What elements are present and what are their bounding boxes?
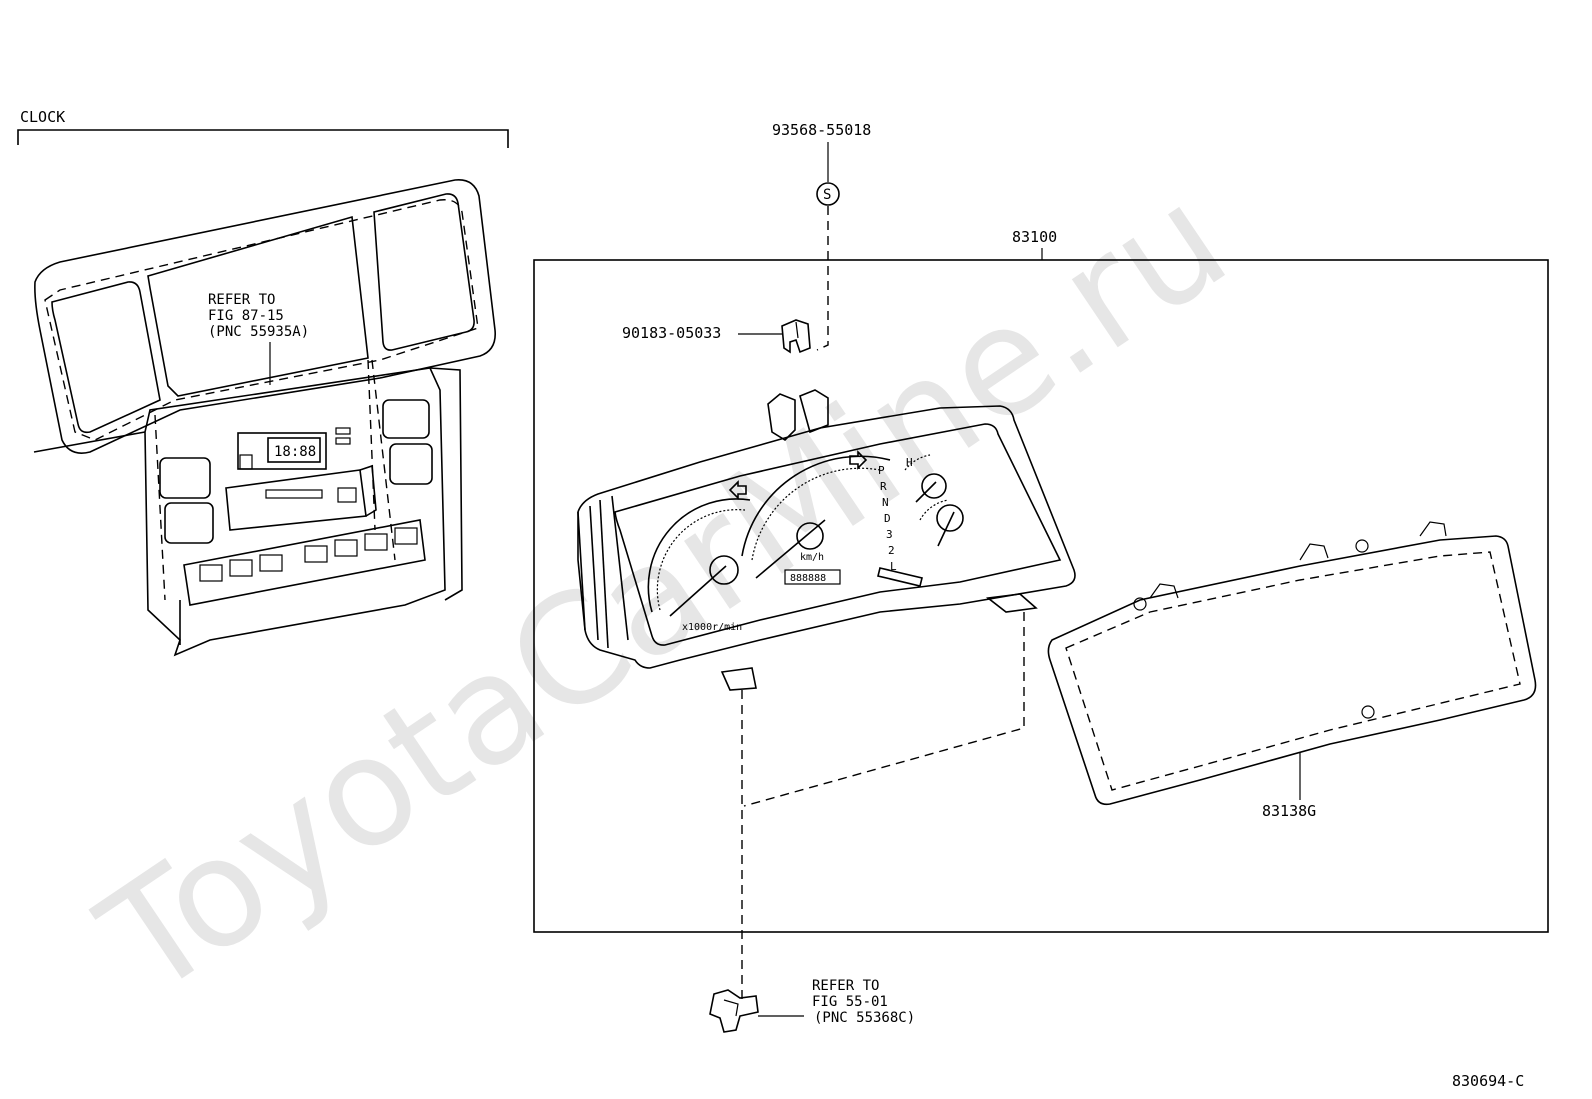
- vent-left-lower: [164, 502, 214, 544]
- glass-tabs: [1133, 521, 1447, 719]
- tach-hub: [709, 555, 739, 585]
- tach-arc: [647, 498, 751, 613]
- glass-part-label: 83138G: [1262, 802, 1316, 820]
- gear-p: P: [878, 464, 885, 477]
- clock-display-frame: [267, 437, 321, 463]
- clip-part-label: 90183-05033: [622, 324, 721, 342]
- gear-3: 3: [886, 528, 893, 541]
- bottom-refer-line2: FIG 55-01: [812, 994, 888, 1010]
- tach-scale: [656, 509, 746, 611]
- screw-part-label: 93568-55018: [772, 121, 871, 139]
- bracket-icon: [709, 989, 759, 1033]
- speed-unit: km/h: [800, 552, 824, 563]
- mount-bottom-left: [720, 667, 757, 691]
- clock-button-1: [335, 427, 351, 435]
- bezel-window-left: [51, 281, 161, 434]
- clock-unit: 18:88: [237, 427, 351, 470]
- climate-buttons: [199, 527, 418, 582]
- clock-guide-center: [367, 359, 376, 531]
- gear-r: R: [880, 480, 887, 493]
- meter-glass: 83138G: [1047, 521, 1537, 820]
- screw-guide: [816, 206, 829, 351]
- housing-layer-2: [599, 499, 609, 649]
- gear-l: L: [890, 560, 897, 573]
- temp-mark: H: [906, 456, 913, 469]
- connector-left: [767, 393, 796, 442]
- screw-symbol-letter: S: [823, 187, 831, 203]
- screw-symbol-circle: [816, 182, 840, 206]
- clock-refer-line1: REFER TO: [208, 292, 275, 308]
- clock-guide-right: [371, 359, 396, 561]
- mount-guide-right: [743, 612, 1025, 807]
- meter-housing: [577, 405, 1076, 669]
- temp-gauge: H: [904, 454, 947, 503]
- console-side: [429, 367, 463, 601]
- clock-heading: CLOCK: [20, 108, 65, 126]
- assembly-label: 83100: [1012, 228, 1057, 246]
- gear-d: D: [884, 512, 891, 525]
- audio-side: [359, 464, 377, 517]
- glass-frame-outer: [1047, 535, 1537, 806]
- dash-bezel-inner: [44, 199, 479, 441]
- housing-layer-1: [589, 505, 599, 641]
- bezel-window-right: [373, 193, 475, 351]
- clip-icon: [781, 319, 811, 354]
- audio-face: [225, 469, 367, 531]
- vent-right-upper: [382, 399, 430, 439]
- vent-left-upper: [159, 457, 211, 499]
- fuel-needle: [937, 511, 955, 547]
- cluster-section: 83100 93568-55018 S 90183-05033: [533, 121, 1549, 1000]
- gear-2: 2: [888, 544, 895, 557]
- fuel-gauge: [919, 499, 964, 547]
- glass-frame-inner: [1065, 551, 1521, 791]
- assembly-box: [533, 259, 1549, 933]
- mount-bottom-right: [985, 593, 1038, 613]
- tachometer: x1000r/min: [647, 498, 751, 633]
- speed-needle: [755, 519, 826, 579]
- gear-n: N: [882, 496, 889, 509]
- bottom-refer-line3: (PNC 55368C): [814, 1010, 915, 1026]
- meter-face: [614, 423, 1062, 646]
- connector-right: [799, 389, 829, 434]
- climate-panel: [183, 519, 426, 606]
- clock-housing: [237, 432, 327, 470]
- gear-indicator: P R N D 3 2 L: [878, 464, 897, 573]
- housing-layer-3: [611, 495, 629, 641]
- tach-unit: x1000r/min: [682, 622, 742, 633]
- turn-right-icon: [849, 450, 868, 470]
- bezel-window-center: [147, 215, 369, 397]
- odometer-frame: [784, 569, 841, 585]
- bottom-bracket-section: REFER TO FIG 55-01 (PNC 55368C): [709, 978, 915, 1033]
- audio-slot: [265, 489, 323, 499]
- vent-right-lower: [389, 443, 433, 485]
- clock-refer-line2: FIG 87-15: [208, 308, 284, 324]
- clock-guide-left: [154, 414, 166, 601]
- figure-code: 830694-C: [1452, 1072, 1524, 1090]
- tach-needle: [669, 565, 727, 617]
- clock-display-text: 18:88: [274, 444, 316, 460]
- odometer-text: 888888: [790, 573, 826, 584]
- turn-left-icon: [728, 480, 747, 500]
- trip-knob: [877, 567, 923, 587]
- fuel-hub: [936, 504, 964, 532]
- clock-tab: [239, 454, 253, 470]
- temp-hub: [921, 473, 947, 499]
- dash-bezel-outer: [34, 179, 497, 454]
- combination-meter: x1000r/min km/h 888888 P R N D 3: [577, 389, 1076, 691]
- temp-needle: [915, 481, 937, 503]
- bottom-refer-line1: REFER TO: [812, 978, 879, 994]
- clock-button-2: [335, 437, 351, 445]
- audio-unit: [225, 464, 377, 531]
- center-console: [144, 367, 446, 657]
- clock-bracket: [17, 129, 509, 148]
- speed-hub: [796, 522, 824, 550]
- dash-edge-line: [33, 431, 146, 453]
- clock-refer-line3: (PNC 55935A): [208, 324, 309, 340]
- housing-left-edge: [577, 511, 586, 631]
- clock-section: CLOCK 18:88: [17, 108, 509, 657]
- audio-eject: [337, 487, 357, 503]
- watermark: ToyotaCarMine.ru: [72, 153, 1256, 1031]
